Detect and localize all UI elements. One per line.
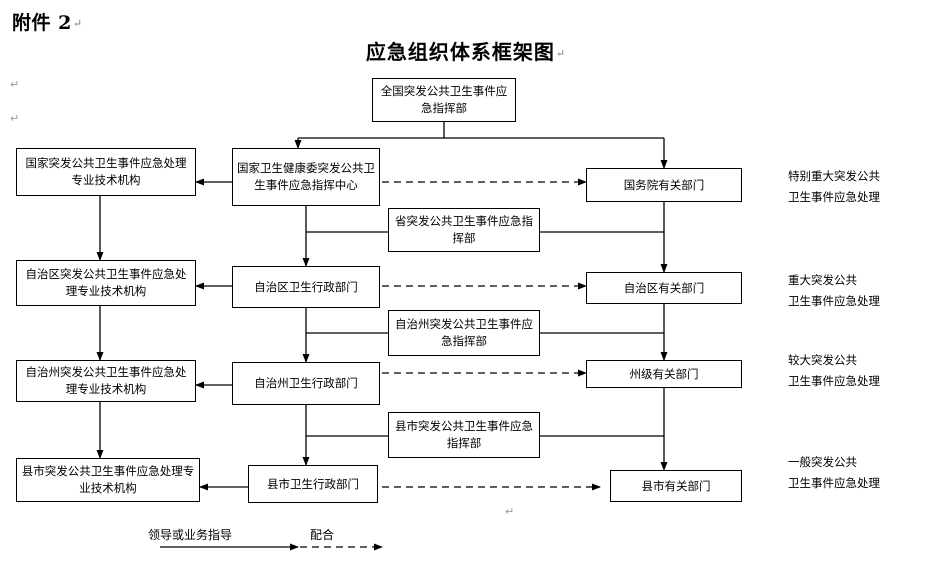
node-label: 国家卫生健康委突发公共卫生事件应急指挥中心 [237, 161, 375, 192]
node-national-hq[interactable]: 全国突发公共卫生事件应急指挥部 [372, 78, 516, 122]
node-label: 自治区突发公共卫生事件应急处理专业技术机构 [25, 267, 187, 298]
node-label: 国务院有关部门 [623, 177, 705, 192]
side-label-line: 卫生事件应急处理 [788, 294, 880, 308]
side-label-level-4: 一般突发公共 卫生事件应急处理 [788, 452, 880, 494]
node-label: 县市突发公共卫生事件应急指挥部 [395, 419, 533, 450]
node-prefecture-depts[interactable]: 州级有关部门 [586, 360, 742, 388]
node-label: 自治区卫生行政部门 [254, 279, 358, 294]
side-label-line: 卫生事件应急处理 [788, 476, 880, 490]
pilcrow-mark: ↵ [555, 47, 567, 60]
node-label: 县市卫生行政部门 [267, 476, 359, 491]
pilcrow-mark: ↵ [505, 505, 515, 518]
node-state-council-depts[interactable]: 国务院有关部门 [586, 168, 742, 202]
legend-solid-label: 领导或业务指导 [148, 528, 233, 542]
node-national-tech[interactable]: 国家突发公共卫生事件应急处理专业技术机构 [16, 148, 196, 196]
node-province-hq[interactable]: 省突发公共卫生事件应急指挥部 [388, 208, 540, 252]
node-label: 省突发公共卫生事件应急指挥部 [395, 214, 533, 245]
side-label-line: 较大突发公共 [788, 353, 857, 367]
side-label-line: 卫生事件应急处理 [788, 374, 880, 388]
page-title-text: 应急组织体系框架图 [365, 40, 555, 64]
side-label-line: 特别重大突发公共 [788, 169, 880, 183]
node-label: 自治区有关部门 [623, 280, 705, 295]
node-region-depts[interactable]: 自治区有关部门 [586, 272, 742, 304]
node-national-center[interactable]: 国家卫生健康委突发公共卫生事件应急指挥中心 [232, 148, 380, 206]
side-label-level-3: 较大突发公共 卫生事件应急处理 [788, 350, 880, 392]
legend-dashed-label: 配合 [310, 528, 335, 542]
node-label: 自治州突发公共卫生事件应急指挥部 [395, 317, 533, 348]
node-county-hq[interactable]: 县市突发公共卫生事件应急指挥部 [388, 412, 540, 458]
node-label: 县市有关部门 [641, 478, 711, 493]
side-label-level-1: 特别重大突发公共 卫生事件应急处理 [788, 166, 880, 208]
node-county-health-admin[interactable]: 县市卫生行政部门 [248, 465, 378, 503]
node-prefecture-hq[interactable]: 自治州突发公共卫生事件应急指挥部 [388, 310, 540, 356]
node-label: 县市突发公共卫生事件应急处理专业技术机构 [21, 464, 195, 495]
node-region-tech[interactable]: 自治区突发公共卫生事件应急处理专业技术机构 [16, 260, 196, 306]
node-label: 自治州突发公共卫生事件应急处理专业技术机构 [25, 365, 187, 396]
page-title: 应急组织体系框架图↵ [0, 36, 932, 65]
node-county-tech[interactable]: 县市突发公共卫生事件应急处理专业技术机构 [16, 458, 200, 502]
side-label-line: 一般突发公共 [788, 455, 857, 469]
side-label-level-2: 重大突发公共 卫生事件应急处理 [788, 270, 880, 312]
node-label: 州级有关部门 [629, 366, 699, 381]
attachment-label-text: 附件 2 [12, 12, 72, 34]
node-county-depts[interactable]: 县市有关部门 [610, 470, 742, 502]
node-region-health-admin[interactable]: 自治区卫生行政部门 [232, 266, 380, 308]
pilcrow-mark: ↵ [72, 17, 83, 30]
node-prefecture-tech[interactable]: 自治州突发公共卫生事件应急处理专业技术机构 [16, 360, 196, 402]
node-label: 国家突发公共卫生事件应急处理专业技术机构 [25, 156, 187, 187]
side-label-line: 卫生事件应急处理 [788, 190, 880, 204]
node-prefecture-health-admin[interactable]: 自治州卫生行政部门 [232, 362, 380, 405]
node-label: 全国突发公共卫生事件应急指挥部 [380, 84, 508, 115]
node-label: 自治州卫生行政部门 [254, 376, 358, 390]
pilcrow-mark: ↵ [10, 78, 20, 91]
side-label-line: 重大突发公共 [788, 273, 857, 287]
pilcrow-mark: ↵ [10, 112, 20, 125]
attachment-label: 附件 2↵ [12, 8, 83, 35]
